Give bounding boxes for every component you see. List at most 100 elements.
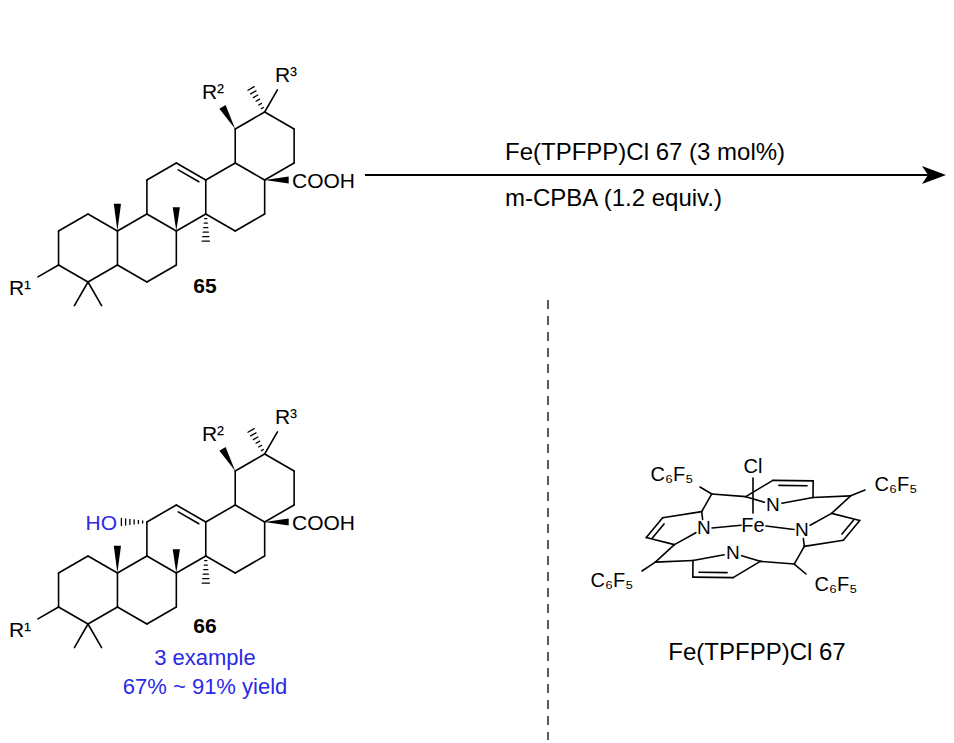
ring-bond	[264, 180, 266, 214]
ring-bond	[235, 163, 264, 180]
hydroxyl-hash	[121, 518, 142, 525]
pyrrole-bond	[804, 540, 843, 546]
ring-bond	[205, 180, 207, 214]
methyl-bond	[74, 624, 88, 648]
aryl-label: C₆F₅	[815, 573, 858, 595]
ring-bond	[293, 129, 295, 163]
meso-bond	[794, 546, 804, 564]
pyrrole-bond	[693, 576, 733, 578]
separator-line	[547, 300, 548, 740]
hash-stroke	[125, 519, 126, 525]
ring-bond	[206, 556, 235, 573]
ring-bond	[58, 573, 60, 607]
hash-stroke	[251, 433, 256, 436]
substituent-label: R²	[202, 80, 224, 103]
atom-label: N	[766, 495, 780, 516]
ring-bond	[88, 607, 117, 624]
compound-number: 65	[193, 274, 216, 297]
substituent-label: R³	[275, 405, 297, 428]
hash-stroke	[256, 441, 260, 443]
aryl-label: C₆F₅	[651, 463, 694, 485]
hash-stroke	[204, 227, 208, 228]
substituent-label: R¹	[9, 276, 31, 299]
ring-bond	[206, 505, 235, 522]
double-bond	[178, 512, 199, 524]
ring-bond	[59, 214, 88, 231]
meso-bond	[702, 494, 712, 512]
hash-stroke	[121, 518, 122, 525]
hash-stroke	[133, 520, 134, 524]
ring-bond	[147, 505, 176, 522]
ring-bond	[59, 556, 88, 573]
ring-bond	[206, 214, 235, 231]
substituent-bond	[265, 432, 278, 454]
ring-bond	[265, 112, 294, 129]
ring-bond	[147, 214, 176, 231]
arrow-head	[922, 166, 946, 184]
pyrrole-bond	[832, 513, 860, 520]
substituent-label: R¹	[9, 618, 31, 641]
ring-bond	[235, 505, 264, 522]
atom-label: N	[726, 543, 740, 564]
atom-label: N	[697, 518, 711, 539]
meso-bond	[712, 494, 746, 497]
ring-bond	[59, 265, 88, 282]
aryl-bond	[851, 490, 865, 496]
reagent-text: Fe(TPFPP)Cl 67 (3 mol%)	[505, 139, 785, 165]
meso-bond	[655, 560, 693, 562]
ring-bond	[234, 471, 236, 505]
aryl-bond	[794, 564, 806, 574]
triterpene-structures	[38, 87, 294, 648]
hash-stroke	[261, 108, 263, 109]
ring-bond	[206, 163, 235, 180]
methyl-wedge	[173, 549, 180, 573]
hash-stroke	[253, 437, 258, 440]
pyrrole-bond	[746, 497, 765, 503]
compound-number: 66	[193, 614, 216, 637]
ring-bond	[146, 522, 148, 556]
atom-label: Fe	[741, 514, 764, 536]
double-bond	[779, 485, 807, 487]
ring-bond	[117, 607, 146, 624]
pyrrole-bond	[674, 533, 695, 545]
iron-chlorine-bond	[752, 478, 754, 513]
hash-stroke	[248, 429, 254, 433]
pyrrole-bond	[810, 513, 831, 525]
ring-bond	[146, 180, 148, 214]
ring-bond	[293, 471, 295, 505]
ring-bond	[88, 214, 117, 231]
methyl-wedge	[114, 546, 121, 573]
ring-bond	[88, 556, 117, 573]
reaction-arrow	[365, 174, 930, 176]
group-label: HO	[86, 511, 118, 534]
hash-stroke	[142, 521, 143, 523]
ring-bond	[176, 231, 178, 265]
ring-bond	[235, 454, 264, 471]
pyrrole-bond	[693, 555, 724, 561]
hash-stroke	[138, 520, 139, 523]
ring-bond	[264, 522, 266, 556]
ring-bond	[58, 231, 60, 265]
ring-bond	[235, 214, 264, 231]
ring-bond	[59, 607, 88, 624]
substituent-bond	[38, 607, 59, 619]
double-bond	[699, 571, 727, 573]
ring-bond	[147, 163, 176, 180]
substituent-bond	[265, 90, 278, 112]
double-bond	[842, 520, 853, 534]
hash-stroke	[251, 91, 256, 94]
ring-bond	[265, 163, 294, 180]
hash-stroke	[202, 241, 209, 242]
methyl-bond	[88, 282, 102, 306]
hash-stroke	[204, 222, 207, 223]
substituent-label: R³	[275, 63, 297, 86]
pyrrole-bond	[782, 498, 813, 504]
methyl-hash	[248, 87, 263, 109]
meso-bond	[760, 561, 794, 564]
ring-bond	[147, 556, 176, 573]
hash-stroke	[204, 569, 208, 570]
hash-stroke	[203, 578, 209, 579]
aryl-label: C₆F₅	[591, 569, 634, 591]
carboxyl-wedge	[265, 518, 289, 525]
